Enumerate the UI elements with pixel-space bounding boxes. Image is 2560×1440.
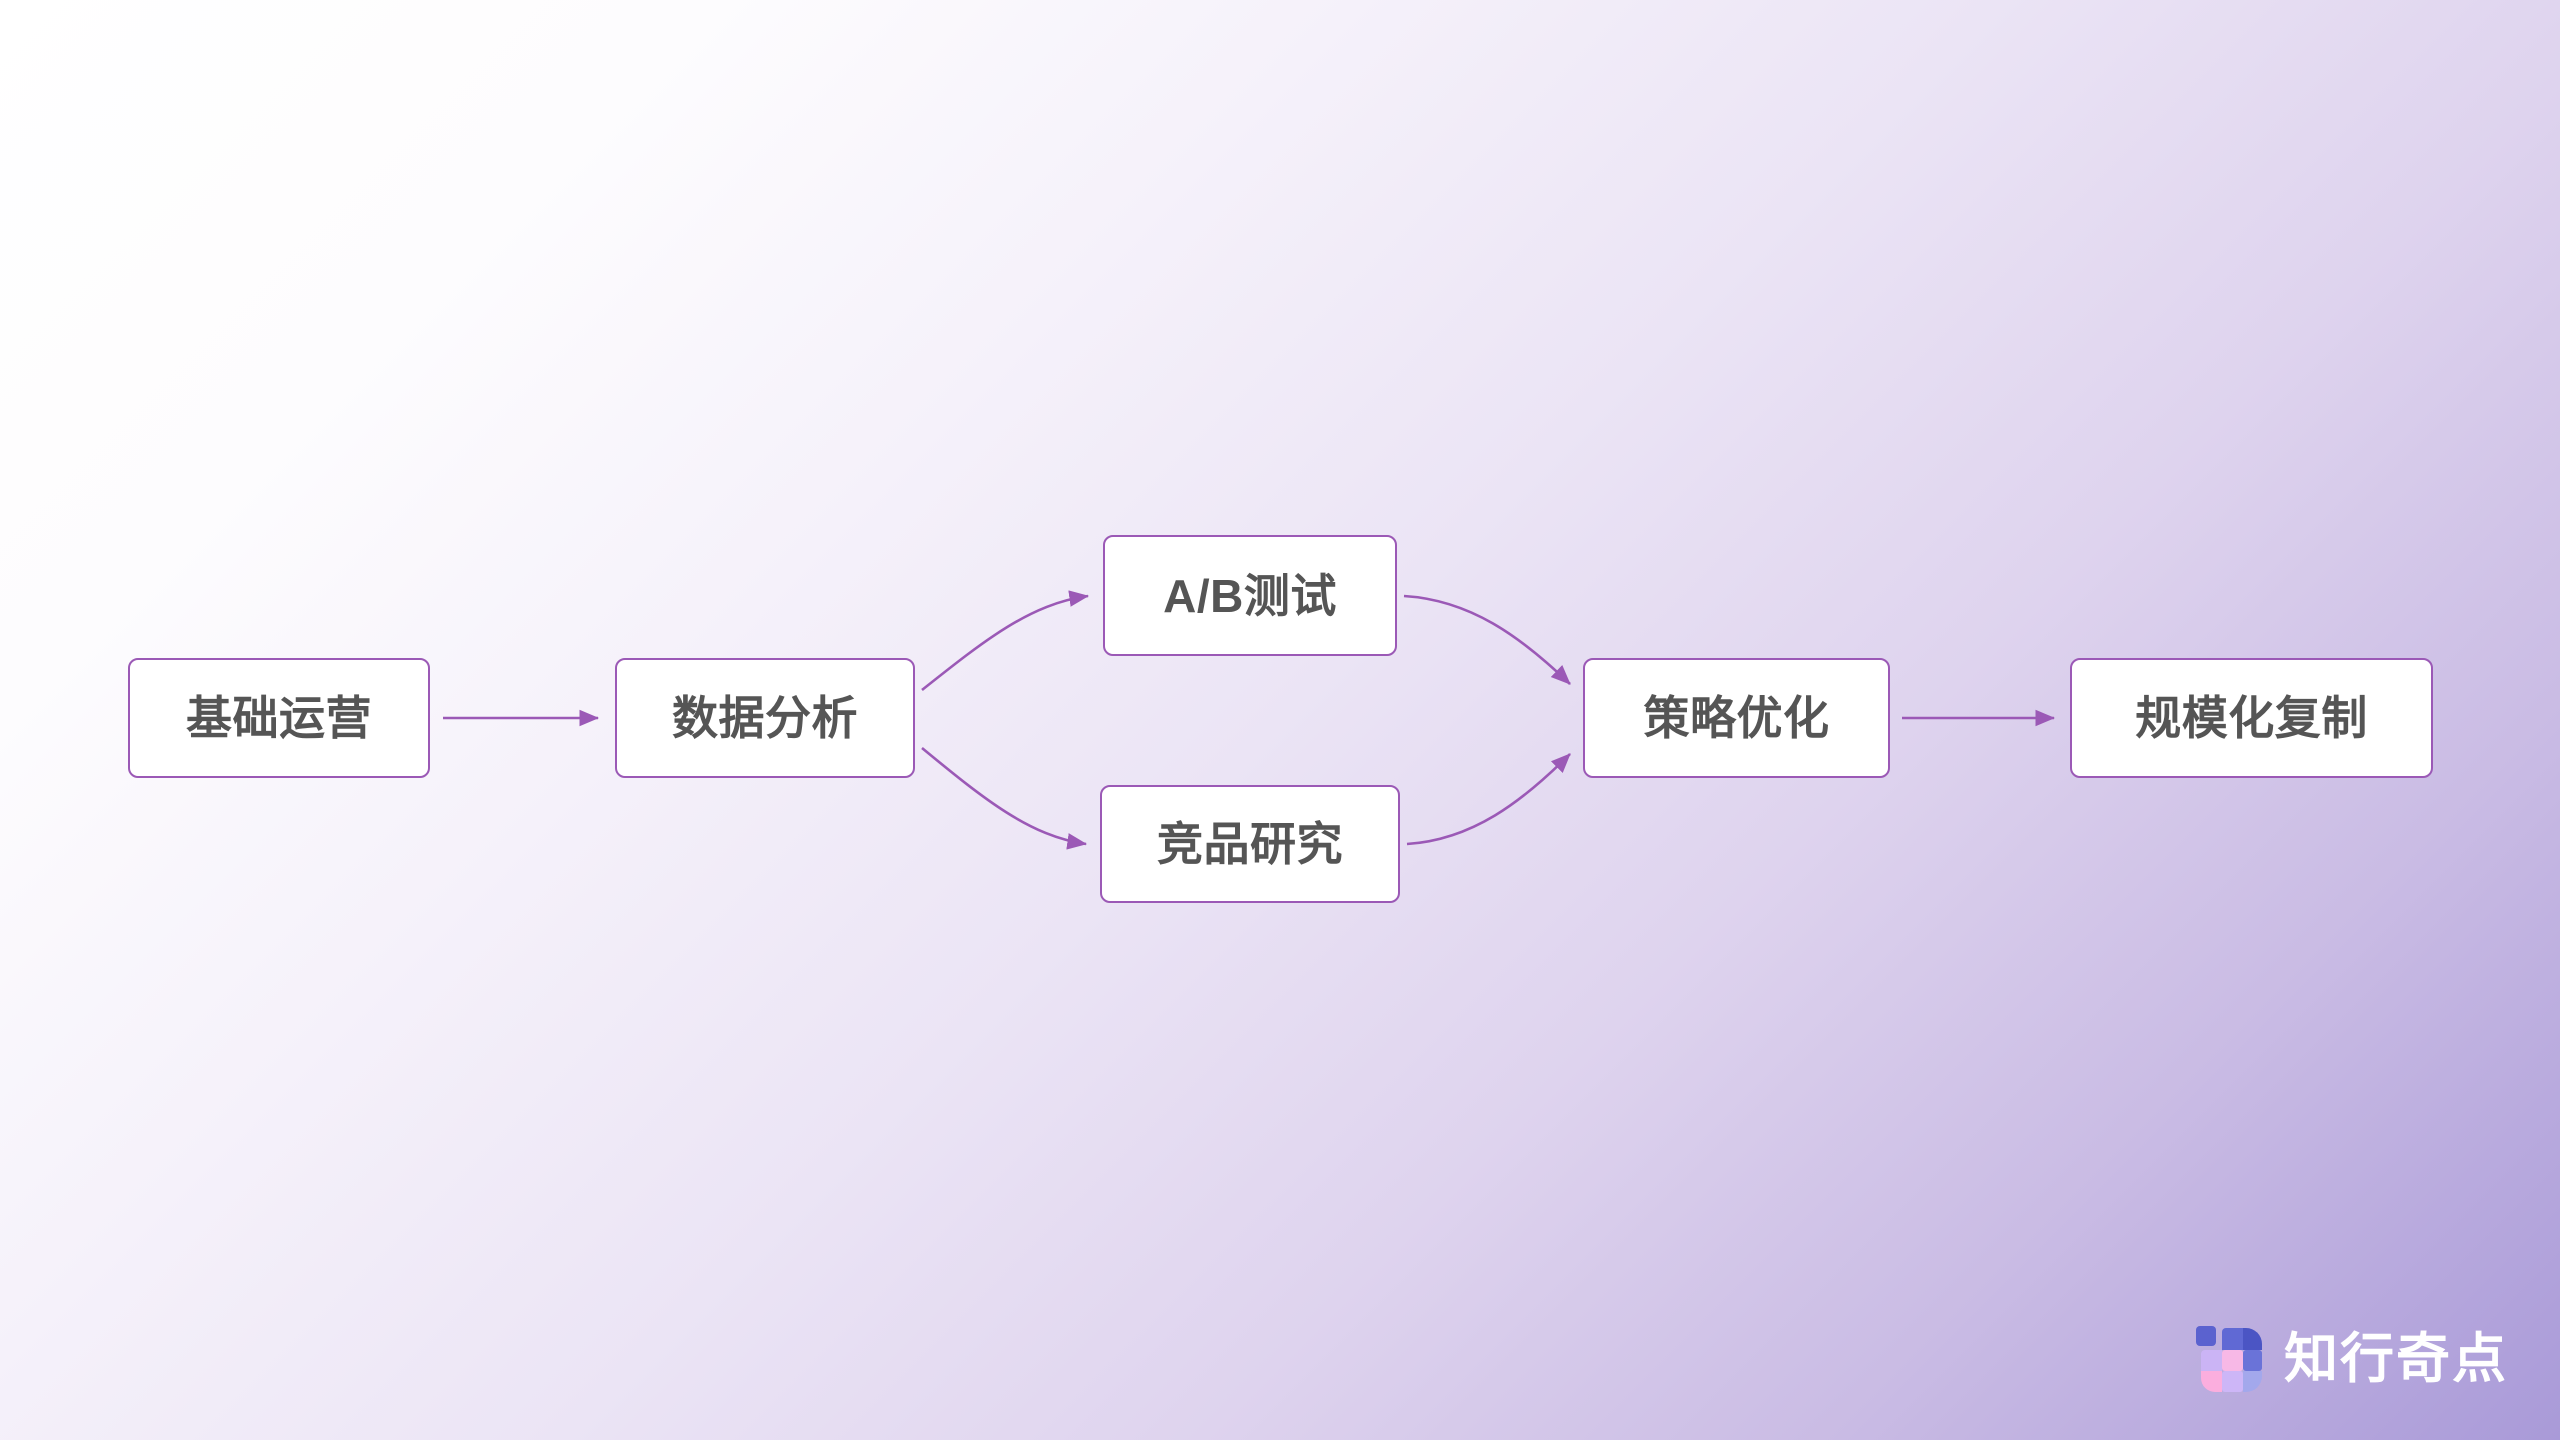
node-competitor-research[interactable]: 竞品研究 <box>1100 785 1400 903</box>
node-label-base-ops: 基础运营 <box>186 692 372 744</box>
node-strategy-optimization[interactable]: 策略优化 <box>1583 658 1890 778</box>
edge-competitor-to-strategy-opt <box>1406 753 1571 846</box>
logo-tile-mid-left <box>2201 1350 2222 1371</box>
logo-tile-bottom-center <box>2222 1371 2243 1392</box>
node-base-ops[interactable]: 基础运营 <box>128 658 430 778</box>
node-label-scale-replication: 规模化复制 <box>2135 692 2368 744</box>
node-label-data-analysis: 数据分析 <box>672 692 858 744</box>
edge-data-analysis-to-competitor <box>921 746 1088 850</box>
logo-tile-mid-right <box>2243 1350 2262 1371</box>
brand-watermark: 知行奇点 <box>2196 1326 2508 1392</box>
edge-data-analysis-to-ab-test <box>921 590 1090 692</box>
logo-tile-mid-center <box>2222 1350 2243 1371</box>
node-label-ab-test: A/B测试 <box>1163 569 1337 622</box>
node-ab-test[interactable]: A/B测试 <box>1103 535 1397 656</box>
node-data-analysis[interactable]: 数据分析 <box>615 658 915 778</box>
brand-name: 知行奇点 <box>2284 1329 2508 1389</box>
node-scale-replication[interactable]: 规模化复制 <box>2070 658 2433 778</box>
node-label-competitor-research: 竞品研究 <box>1157 818 1343 870</box>
edge-ab-test-to-strategy-opt <box>1403 594 1571 685</box>
logo-tile-top-mid <box>2222 1328 2243 1350</box>
node-label-strategy-optimization: 策略优化 <box>1643 692 1830 744</box>
logo-tile-top-right <box>2243 1328 2262 1350</box>
logo-tile-bottom-right <box>2243 1371 2262 1392</box>
logo-tile-detached <box>2196 1326 2216 1346</box>
logo-tile-bottom-left <box>2201 1371 2222 1392</box>
mosaic-logo-icon <box>2196 1326 2262 1392</box>
